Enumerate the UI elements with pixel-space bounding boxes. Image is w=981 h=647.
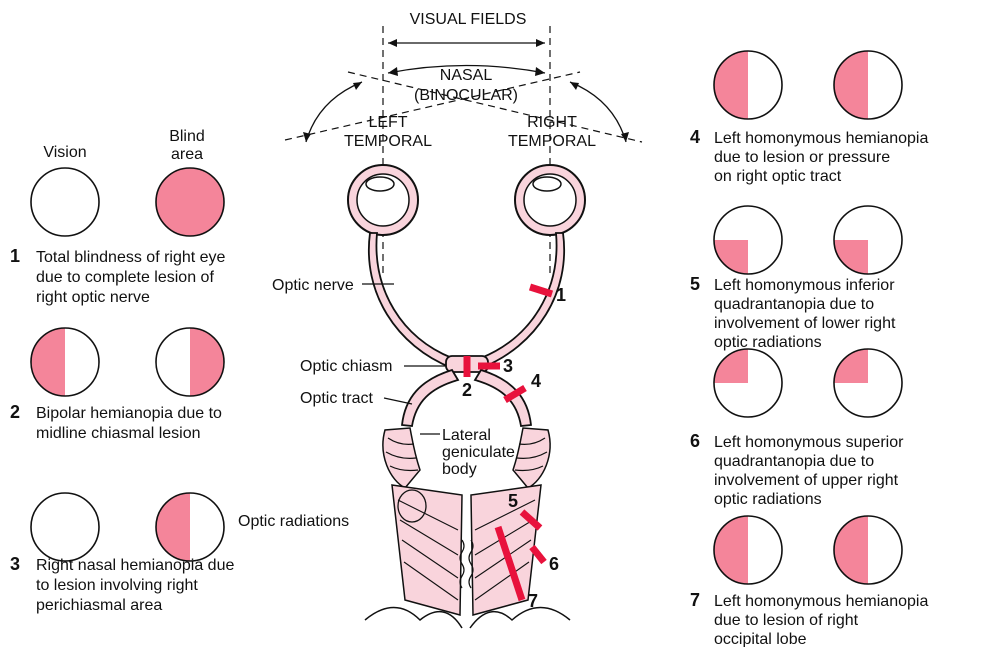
right-optic-tract [475,370,531,426]
case-7-line-2: due to lesion of right [714,612,859,629]
optic-nerve-label: Optic nerve [272,277,354,294]
case-7-caption: 7 Left homonymous hemianopia due to lesi… [690,590,928,647]
case-2-caption: 2 Bipolar hemianopia due to midline chia… [10,402,222,442]
case-1-left-eye-field [31,168,99,236]
case-6-fields [714,349,902,417]
legend: Vision Blind area [43,128,204,163]
case-1-number: 1 [10,246,20,266]
case-7-line-1: Left homonymous hemianopia [714,593,928,610]
case-3-line-1: Right nasal hemianopia due [36,557,234,574]
case-3-line-3: perichiasmal area [36,597,162,614]
left-optic-tract [402,370,458,426]
visual-fields-title: VISUAL FIELDS [410,11,527,28]
left-label: LEFT [368,114,407,131]
case-4-number: 4 [690,127,700,147]
lesion-1-number: 1 [556,285,566,305]
case-5-fields [714,206,902,274]
case-7-left-eye-blind [714,516,748,584]
case-4-line-3: on right optic tract [714,168,842,185]
nasal-label: NASAL [440,67,493,84]
case-6-caption: 6 Left homonymous superior quadrantanopi… [690,431,904,508]
case-2-left-eye-blind [31,328,65,396]
case-7-fields [714,516,902,584]
pathway-labels: Optic nerve Optic chiasm Optic tract Lat… [238,277,515,530]
case-4-fields [714,51,902,119]
right-eye-field-line [348,72,642,142]
case-7-number: 7 [690,590,700,610]
lesion-6-number: 6 [549,554,559,574]
occipital-lobe-outline [365,608,570,629]
case-6-line-4: optic radiations [714,491,822,508]
left-temporal-label: TEMPORAL [344,133,432,150]
case-3-fields [31,493,224,561]
right-eye-inner [524,174,576,226]
case-5-number: 5 [690,274,700,294]
right-optic-nerve [467,233,564,368]
case-1-line-2: due to complete lesion of [36,269,214,286]
legend-blind-line-2: area [171,146,203,163]
lesion-7-number: 7 [528,591,538,611]
lgb-label-line-2: geniculate [442,444,515,461]
case-6-line-1: Left homonymous superior [714,434,904,451]
lgb-label-line-1: Lateral [442,427,491,444]
case-1-right-eye-field [156,168,224,236]
case-3-line-2: to lesion involving right [36,577,198,594]
optic-tract-leader [384,398,412,404]
legend-blind-line-1: Blind [169,128,205,145]
lesion-5-number: 5 [508,491,518,511]
case-2-right-eye-blind [190,328,224,396]
left-optic-nerve [369,233,466,368]
case-3-right-eye-blind [156,493,190,561]
optic-radiations-label: Optic radiations [238,513,349,530]
case-1-line-1: Total blindness of right eye [36,249,226,266]
case-5-caption: 5 Left homonymous inferior quadrantanopi… [690,274,896,351]
case-1-fields [31,168,224,236]
case-1-caption: 1 Total blindness of right eye due to co… [10,246,226,306]
case-7-right-eye-blind [834,516,868,584]
lesion-6-bar [532,547,544,562]
lgb-label-line-3: body [442,461,477,478]
case-6-line-2: quadrantanopia due to [714,453,874,470]
case-1-line-3: right optic nerve [36,289,150,306]
case-4-caption: 4 Left homonymous hemianopia due to lesi… [690,127,928,185]
midline-fissure [460,540,473,588]
case-4-line-1: Left homonymous hemianopia [714,130,928,147]
binocular-label: (BINOCULAR) [414,87,518,104]
case-5-line-4: optic radiations [714,334,822,351]
case-7-line-3: occipital lobe [714,631,807,647]
visual-fields-header: VISUAL FIELDS NASAL (BINOCULAR) LEFT TEM… [285,11,642,275]
case-5-line-2: quadrantanopia due to [714,296,874,313]
left-eye-inner [357,174,409,226]
case-3-number: 3 [10,554,20,574]
case-4-line-2: due to lesion or pressure [714,149,890,166]
right-label: RIGHT [527,114,577,131]
case-2-fields [31,328,224,396]
case-4-right-eye-blind [834,51,868,119]
right-temporal-label: TEMPORAL [508,133,596,150]
legend-vision: Vision [43,144,86,161]
case-3-caption: 3 Right nasal hemianopia due to lesion i… [10,554,234,614]
case-5-line-3: involvement of lower right [714,315,896,332]
lesion-3-number: 3 [503,356,513,376]
case-6-line-3: involvement of upper right [714,472,899,489]
lesion-2-number: 2 [462,380,472,400]
case-3-left-eye-field [31,493,99,561]
case-2-number: 2 [10,402,20,422]
optic-tract-label: Optic tract [300,390,373,407]
case-5-line-1: Left homonymous inferior [714,277,895,294]
case-2-line-2: midline chiasmal lesion [36,425,201,442]
optic-chiasm-label: Optic chiasm [300,358,392,375]
lesion-4-number: 4 [531,371,541,391]
case-2-line-1: Bipolar hemianopia due to [36,405,222,422]
case-6-number: 6 [690,431,700,451]
case-4-left-eye-blind [714,51,748,119]
